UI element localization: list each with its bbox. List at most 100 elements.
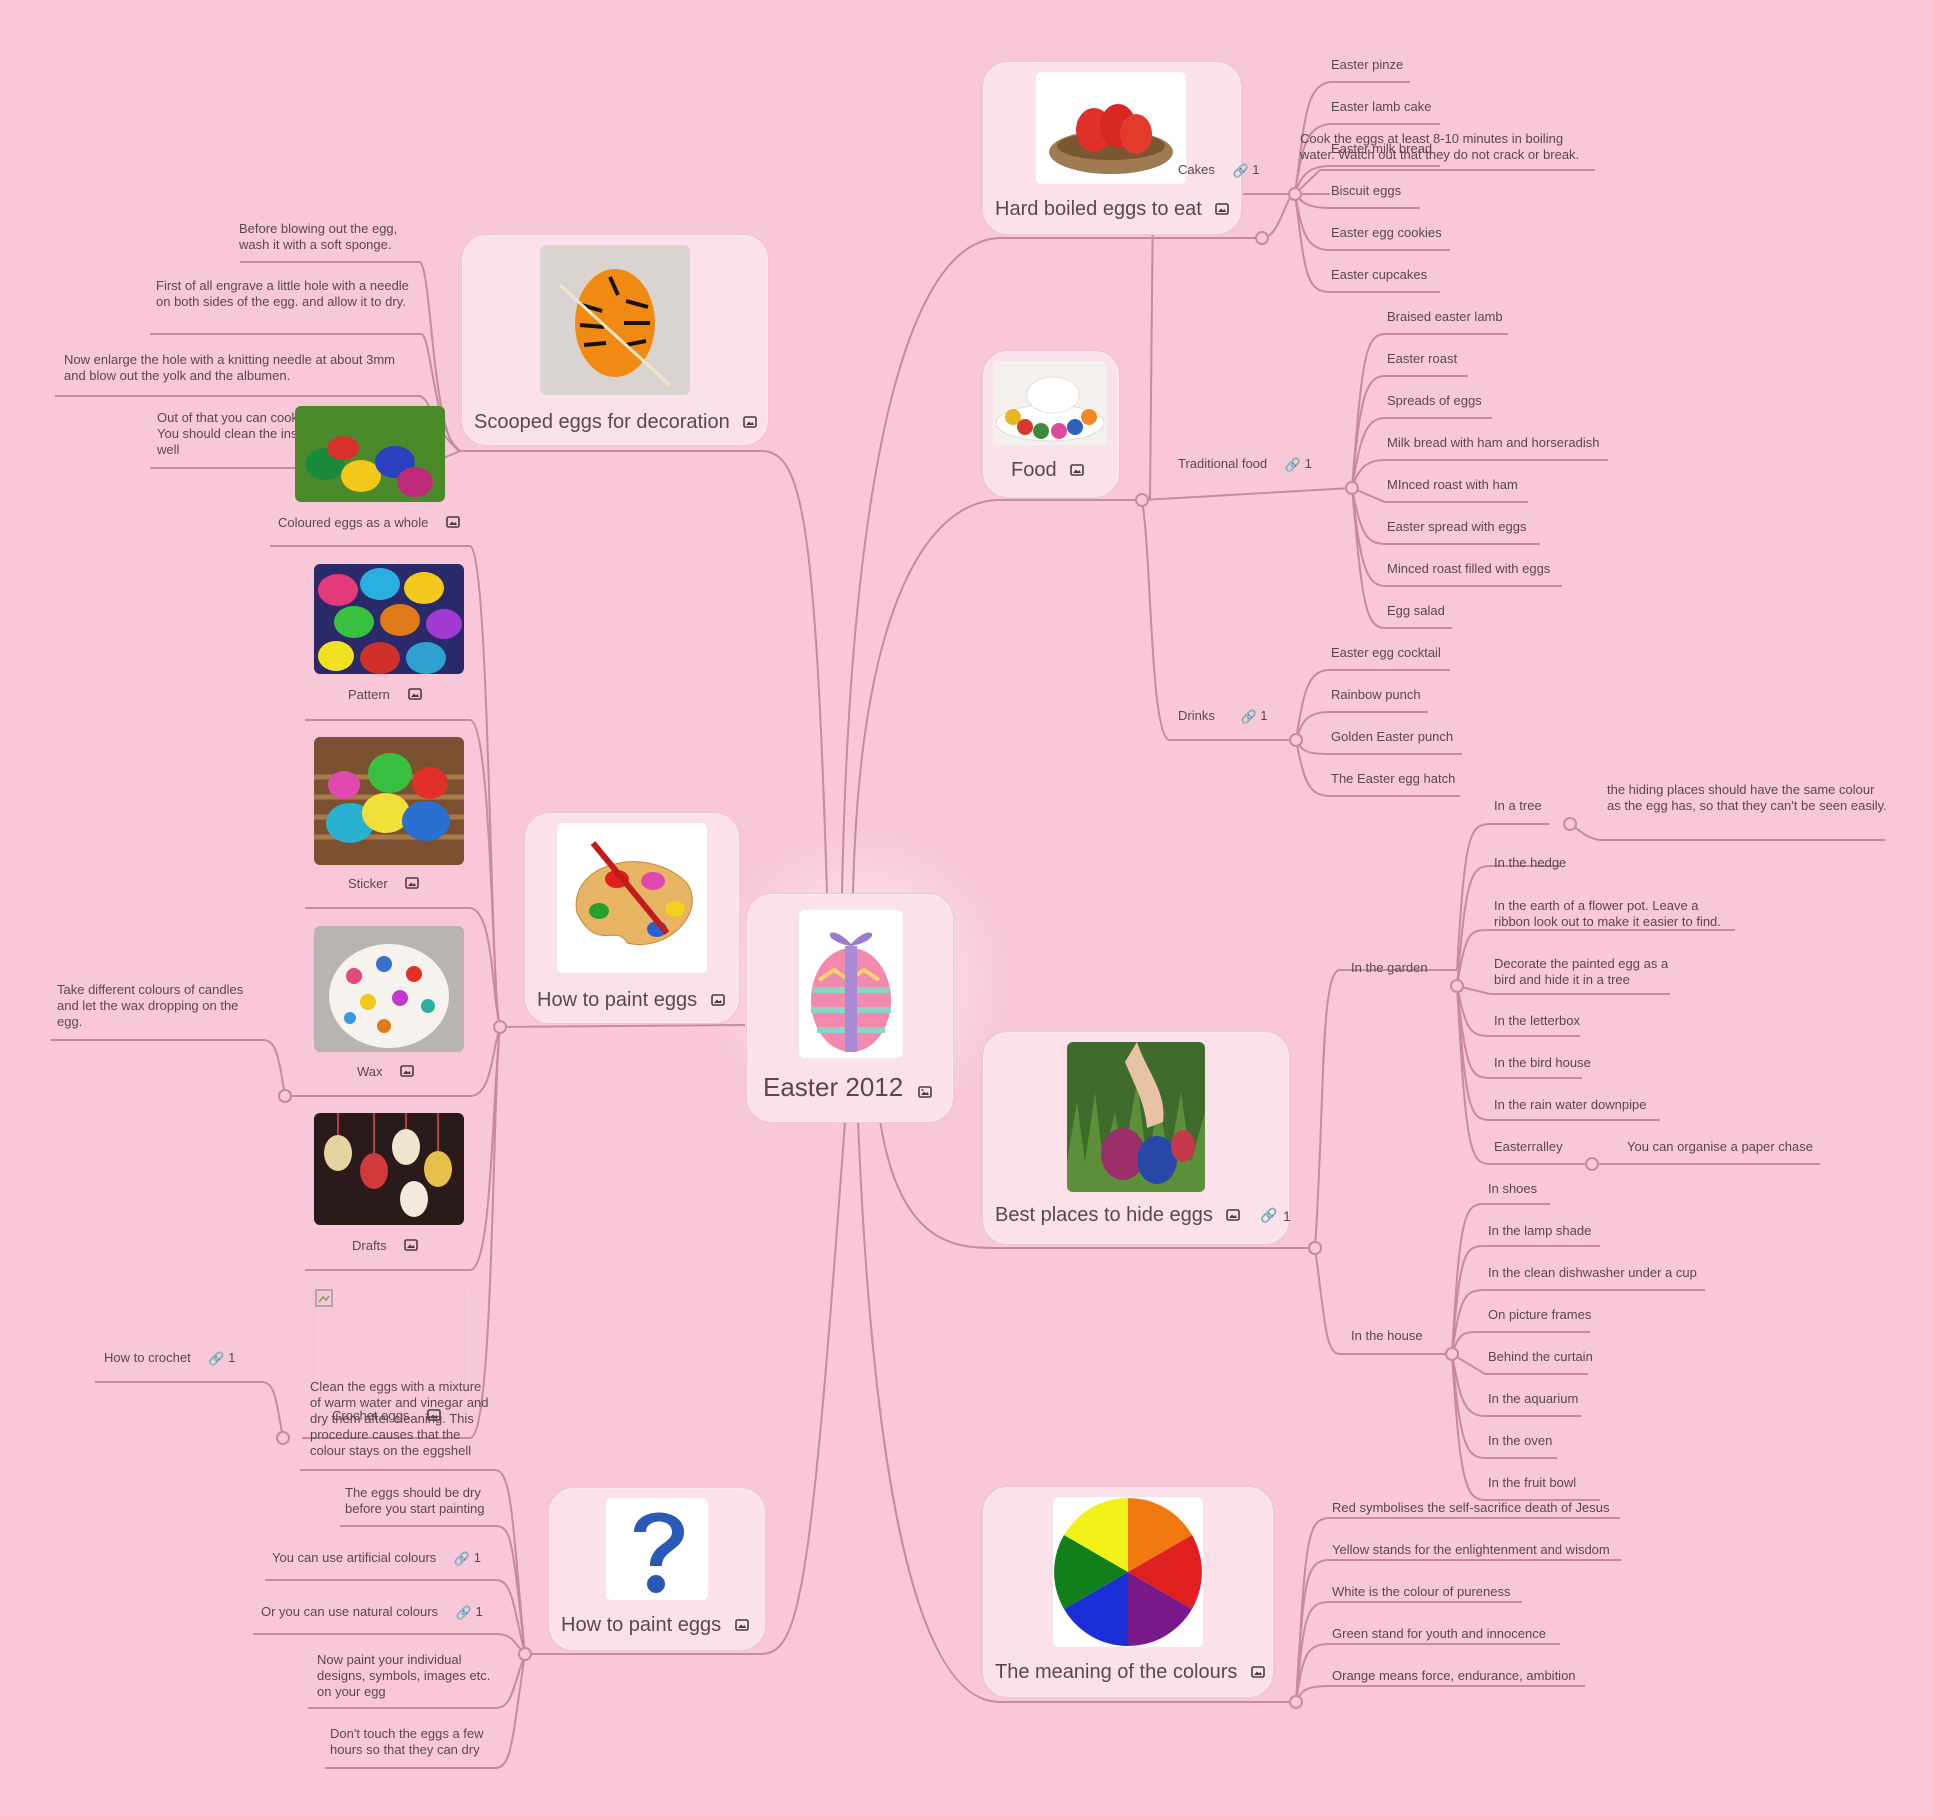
image-icon[interactable] [408,688,422,704]
list-item: Easter egg cocktail [1331,645,1441,661]
image-icon[interactable] [405,877,419,893]
pattern-label[interactable]: Pattern [348,687,422,704]
link-count: 1 [1283,1208,1291,1224]
colour-wheel-image [1053,1497,1203,1647]
list-item: Braised easter lamb [1387,309,1503,325]
sticker-image [314,737,464,865]
pattern-eggs-icon [314,564,464,674]
root-node[interactable]: Easter 2012 [746,893,954,1123]
list-item: The eggs should be dry before you start … [345,1485,495,1517]
image-icon[interactable] [446,516,460,532]
branch-food[interactable]: Food [982,350,1120,498]
list-item: Orange means force, endurance, ambition [1332,1668,1576,1684]
how-to-crochet-label[interactable]: How to crochet 🔗 1 [104,1350,235,1367]
list-item: Red symbolises the self-sacrifice death … [1332,1500,1609,1516]
sticker-label[interactable]: Sticker [348,876,419,893]
link-count: 1 [1305,456,1312,471]
tree-note: the hiding places should have the same c… [1607,782,1887,814]
list-item: Easter egg cookies [1331,225,1442,241]
branch-paint-eggs-2[interactable]: How to paint eggs [548,1487,766,1651]
easter-lamb-plate-icon [993,361,1107,445]
list-item: Milk bread with ham and horseradish [1387,435,1599,451]
image-icon[interactable] [743,411,757,434]
image-icon[interactable] [735,1614,749,1637]
drafts-label[interactable]: Drafts [352,1238,418,1255]
link-icon[interactable]: 🔗 [1260,1207,1277,1224]
sticker-eggs-basket-icon [314,737,464,865]
wax-dotted-egg-icon [314,926,464,1052]
list-item: Green stand for youth and innocence [1332,1626,1546,1642]
paint2-title: How to paint eggs [561,1614,721,1636]
paint-title: How to paint eggs [537,989,697,1011]
link-count: 1 [1260,708,1267,723]
link-icon[interactable]: 🔗 [208,1351,224,1367]
palette-image [557,823,707,973]
drafts-image [314,1113,464,1225]
alley-note: You can organise a paper chase [1627,1139,1813,1155]
branch-hard-boiled[interactable]: Hard boiled eggs to eat [982,61,1242,235]
wax-label[interactable]: Wax [357,1064,414,1081]
branch-paint-eggs[interactable]: How to paint eggs [524,812,740,1024]
traditional-food-label[interactable]: Traditional food 🔗 1 [1178,456,1312,473]
image-icon[interactable] [1070,459,1084,482]
link-icon[interactable]: 🔗 [1240,709,1256,725]
pattern-image [314,564,464,674]
list-item: Easter lamb cake [1331,99,1431,115]
in-the-garden-label[interactable]: In the garden [1351,960,1428,976]
food-title: Food [1011,459,1057,481]
image-icon[interactable] [404,1239,418,1255]
food-image [993,361,1107,445]
branch-hide-eggs[interactable]: Best places to hide eggs 🔗 1 [982,1031,1290,1245]
list-item: Biscuit eggs [1331,183,1401,199]
image-icon[interactable] [711,989,725,1012]
coloured-eggs-image [295,406,445,502]
list-item: Behind the curtain [1488,1349,1593,1365]
image-icon[interactable] [1215,198,1229,221]
link-icon[interactable]: 🔗 [454,1551,470,1567]
link-icon[interactable]: 🔗 [456,1605,472,1621]
link-icon[interactable]: 🔗 [1232,163,1248,179]
link-icon[interactable]: 🔗 [1285,457,1301,473]
branch-colours[interactable]: The meaning of the colours [982,1486,1274,1698]
list-item: In the fruit bowl [1488,1475,1576,1491]
cakes-label[interactable]: Cakes 🔗 1 [1178,162,1260,179]
colour-wheel-icon [1053,1497,1203,1647]
list-item: On picture frames [1488,1307,1591,1323]
list-item: Easter cupcakes [1331,267,1427,283]
list-item: Minced roast filled with eggs [1387,561,1550,577]
list-item: Spreads of eggs [1387,393,1482,409]
in-the-house-label[interactable]: In the house [1351,1328,1423,1344]
tiger-egg-image [540,245,690,395]
tiger-egg-icon [540,245,690,395]
list-item: First of all engrave a little hole with … [156,278,412,310]
coloured-eggs-label[interactable]: Coloured eggs as a whole [278,515,460,532]
image-icon[interactable] [1226,1204,1240,1227]
wax-image [314,926,464,1052]
natural-colours-label[interactable]: Or you can use natural colours 🔗 1 [261,1604,483,1621]
coloured-eggs-grass-icon [295,406,445,502]
list-item: In shoes [1488,1181,1537,1197]
in-a-tree-label[interactable]: In a tree [1494,798,1542,814]
image-icon[interactable] [918,1074,932,1105]
branch-scooped[interactable]: Scooped eggs for decoration [461,234,769,446]
list-item: Now enlarge the hole with a knitting nee… [64,352,414,384]
hanging-eggs-icon [314,1113,464,1225]
question-mark-icon [606,1498,708,1600]
link-count: 1 [228,1350,235,1365]
list-item: Egg salad [1387,603,1445,619]
list-item: Rainbow punch [1331,687,1421,703]
list-item: Decorate the painted egg as a bird and h… [1494,956,1684,988]
list-item: The Easter egg hatch [1331,771,1455,787]
drinks-label[interactable]: Drinks 🔗 1 [1178,708,1268,725]
image-icon[interactable] [1251,1661,1265,1684]
artificial-colours-label[interactable]: You can use artificial colours 🔗 1 [272,1550,481,1567]
list-item: MInced roast with ham [1387,477,1518,493]
hand-eggs-grass-icon [1067,1042,1205,1192]
easterralley-label[interactable]: Easterralley [1494,1139,1563,1155]
scooped-title: Scooped eggs for decoration [474,411,730,433]
image-icon[interactable] [400,1065,414,1081]
boiled-eggs-image [1036,72,1186,184]
hide-title: Best places to hide eggs [995,1204,1213,1226]
colours-title: The meaning of the colours [995,1661,1237,1683]
root-title: Easter 2012 [763,1072,903,1102]
